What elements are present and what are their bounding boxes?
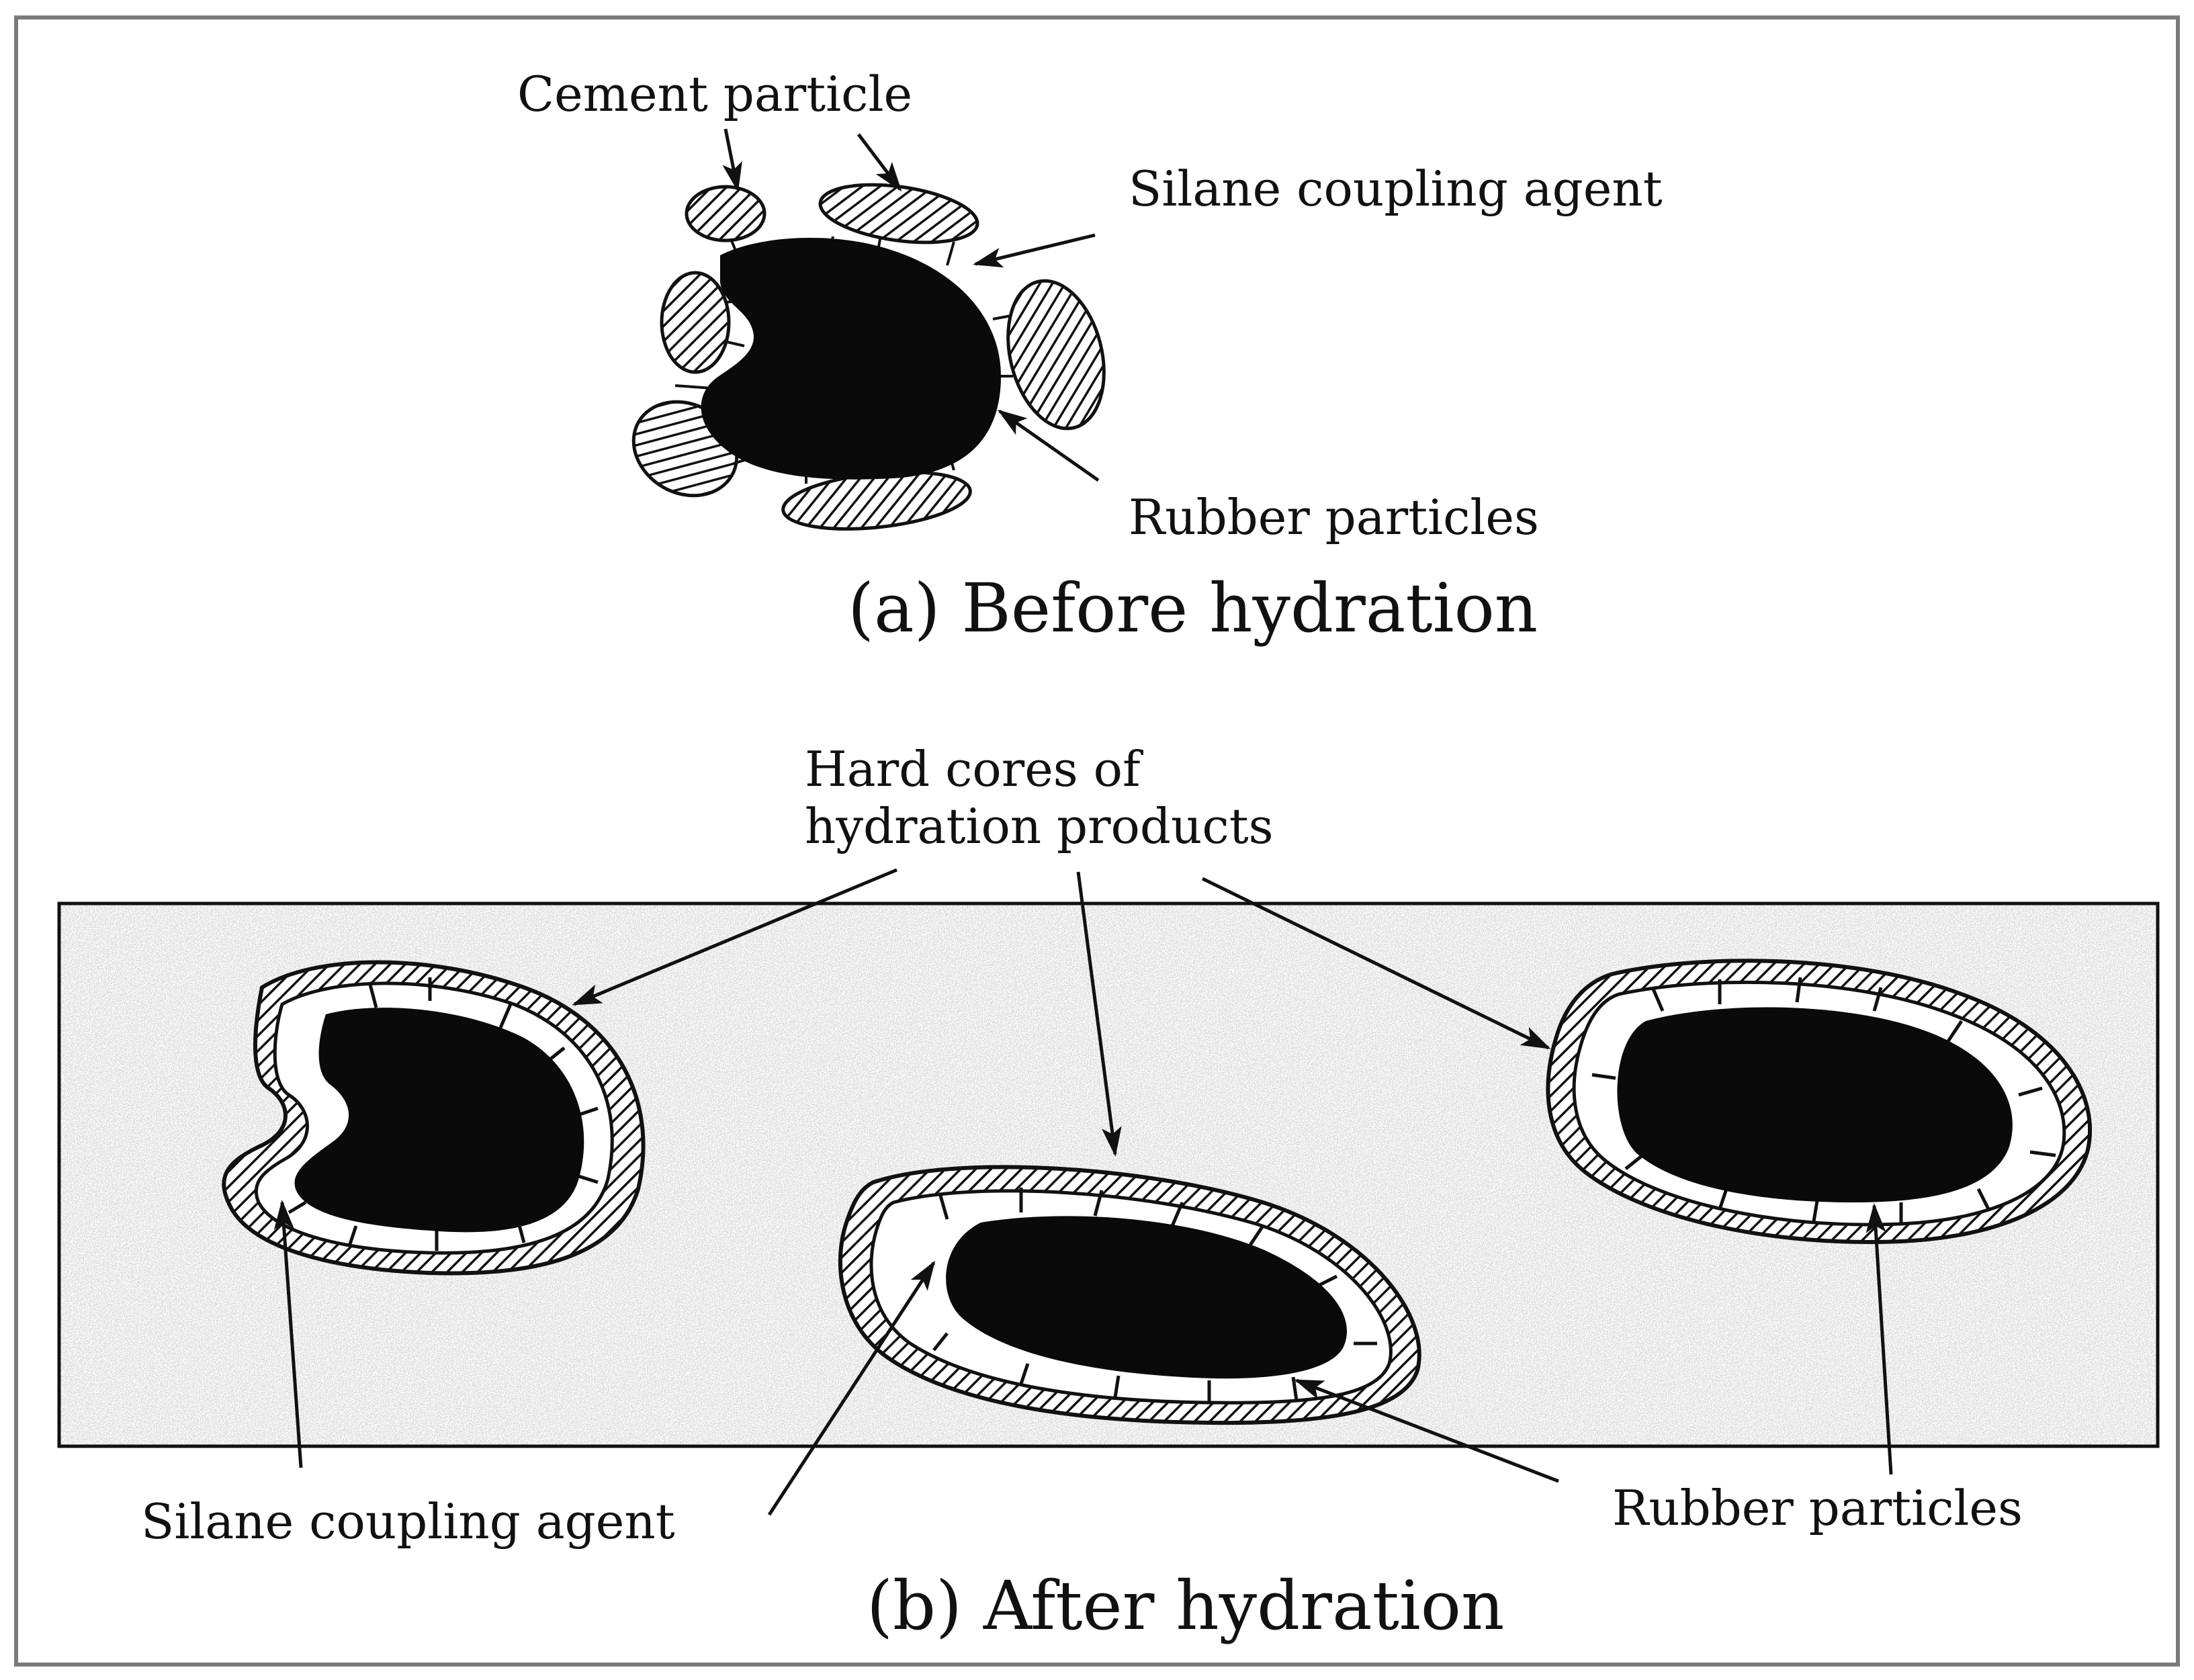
coated-rubber-particle-3 — [1546, 959, 2092, 1244]
label-silane-coupling-agent-a: Silane coupling agent — [1129, 161, 1663, 217]
panel-a-arrows — [722, 128, 1100, 482]
label-hard-cores-line2: hydration products — [805, 798, 1274, 854]
arrow-silane-a — [973, 233, 1096, 268]
rubber-particle — [294, 1008, 584, 1233]
arrow-cement-2 — [857, 133, 902, 192]
label-hard-cores-line1: Hard cores of — [805, 741, 1143, 797]
panel-b: Hard cores of hydration products Silane … — [57, 741, 2160, 1645]
coated-rubber-particle-1 — [222, 960, 646, 1276]
arrow-hard-core-1 — [572, 868, 897, 1006]
arrow-silane-b-2 — [767, 1260, 936, 1516]
coated-rubber-particle-2 — [838, 1165, 1421, 1425]
label-silane-coupling-agent-b: Silane coupling agent — [141, 1493, 675, 1550]
caption-a: (a) Before hydration — [848, 569, 1538, 648]
rubber-particle — [1617, 1007, 2013, 1202]
arrow-hard-core-2 — [1076, 871, 1122, 1157]
panel-a: Cement particle Silane coupling agent Ru… — [517, 66, 1663, 648]
label-cement-particle: Cement particle — [517, 66, 912, 122]
caption-b: (b) After hydration — [867, 1566, 1504, 1645]
core-segments — [1591, 977, 2056, 1223]
cement-particle — [685, 185, 766, 242]
arrow-cement-1 — [722, 128, 742, 192]
cement-particle — [818, 183, 979, 245]
arrow-silane-b-1 — [273, 1200, 303, 1468]
arrow-rubber-b-1 — [1294, 1378, 1559, 1483]
arrow-rubber-a — [997, 409, 1100, 482]
core-segments — [288, 977, 599, 1251]
rubber-particle — [701, 237, 1001, 480]
cement-particle — [660, 271, 731, 374]
cement-matrix-border — [57, 901, 2160, 1448]
rubber-particle — [946, 1216, 1347, 1379]
label-rubber-particles-b: Rubber particles — [1612, 1480, 2023, 1536]
core-segments — [932, 1188, 1377, 1403]
arrow-hard-core-3 — [1201, 877, 1551, 1050]
cement-particle — [1006, 279, 1106, 431]
panel-b-arrows — [273, 868, 1893, 1516]
arrow-rubber-b-2 — [1866, 1203, 1893, 1475]
label-rubber-particles-a: Rubber particles — [1129, 489, 1539, 545]
